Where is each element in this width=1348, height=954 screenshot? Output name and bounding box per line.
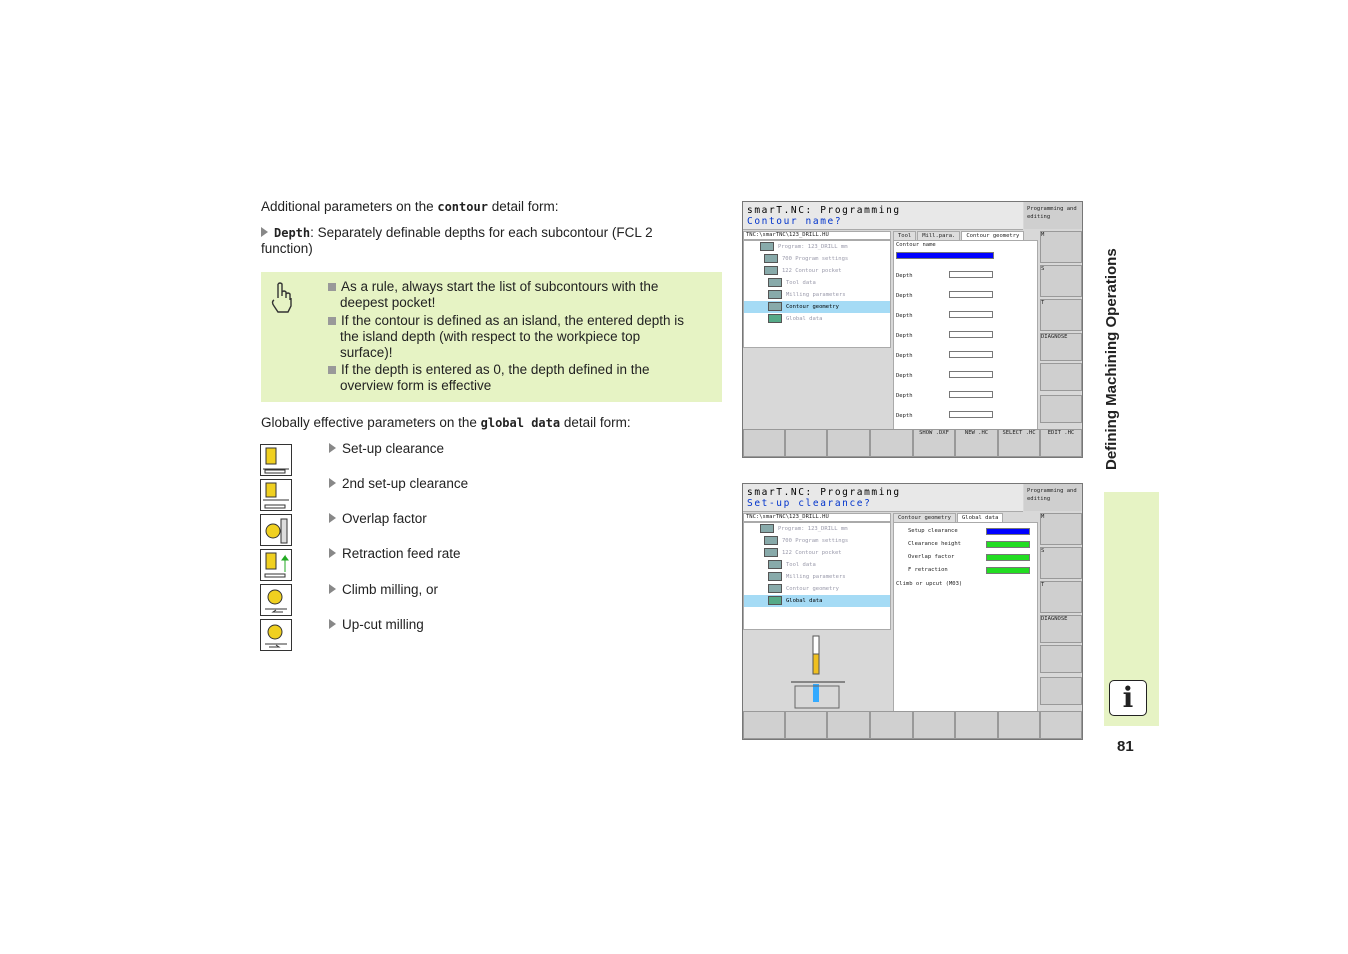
bottom-softkey-4[interactable]	[870, 711, 913, 739]
param-up-cut-milling: Up-cut milling	[329, 617, 424, 632]
file-path: TNC:\smarTNC\123_DRILL.HU	[743, 231, 891, 240]
climb-milling-icon	[260, 584, 292, 616]
page-number: 81	[1117, 738, 1134, 755]
param-climb-milling: Climb milling, or	[329, 582, 438, 597]
softkey-diagnose[interactable]: DIAGNOSE	[1040, 615, 1082, 643]
note-box: As a rule, always start the list of subc…	[261, 272, 722, 402]
bottom-softkey-4[interactable]	[870, 429, 913, 457]
tab-global-data[interactable]: Global data	[956, 513, 1004, 522]
softkey-edit-hc[interactable]: EDIT .HC	[1040, 429, 1082, 457]
softkey-diagnose[interactable]: DIAGNOSE	[1040, 333, 1082, 361]
param-setup-clearance: Set-up clearance	[329, 441, 444, 456]
softkey-t[interactable]: T	[1040, 299, 1082, 331]
bottom-softkey-6[interactable]	[955, 711, 998, 739]
softkey-new-hc[interactable]: NEW .HC	[955, 429, 998, 457]
hand-pointing-icon	[271, 282, 292, 313]
info-icon: i	[1109, 680, 1147, 716]
param-overlap-factor: Overlap factor	[329, 511, 427, 526]
bottom-softkey-8[interactable]	[1040, 711, 1082, 739]
softkey-show-dxf[interactable]: SHOW .DXF	[913, 429, 955, 457]
param-retraction-feed: Retraction feed rate	[329, 546, 461, 561]
bottom-softkey-3[interactable]	[827, 711, 870, 739]
form-panel: Contour name Depth Depth Depth Depth Dep…	[893, 240, 1038, 430]
header-bar: smarT.NC: Programming Contour name?	[743, 202, 1023, 230]
softkey-blank-1[interactable]	[1040, 645, 1082, 673]
softkey-m[interactable]: M	[1040, 231, 1082, 263]
softkey-blank-2[interactable]	[1040, 677, 1082, 705]
mode-label: Programming and editing	[1024, 202, 1082, 229]
softkey-blank-1[interactable]	[1040, 363, 1082, 391]
softkey-t[interactable]: T	[1040, 581, 1082, 613]
bottom-softkey-3[interactable]	[827, 429, 870, 457]
bottom-softkey-1[interactable]	[743, 711, 785, 739]
overlap-factor-icon	[260, 514, 292, 546]
softkey-s[interactable]: S	[1040, 547, 1082, 579]
retraction-feed-icon	[260, 549, 292, 581]
softkey-blank-2[interactable]	[1040, 395, 1082, 423]
screenshot-global-data: smarT.NC: Programming Set-up clearance? …	[742, 483, 1083, 740]
bottom-softkey-2[interactable]	[785, 711, 827, 739]
tool-preview-graphic	[791, 635, 845, 709]
bottom-softkey-7[interactable]	[998, 711, 1040, 739]
note-bullet-2: If the contour is defined as an island, …	[328, 313, 713, 361]
section-tab: i	[1104, 492, 1159, 726]
note-bullet-1: As a rule, always start the list of subc…	[328, 279, 713, 311]
depth-item: Depth: Separately definable depths for e…	[261, 225, 653, 256]
softkey-m[interactable]: M	[1040, 513, 1082, 545]
mode-label: Programming and editing	[1024, 484, 1082, 511]
softkey-s[interactable]: S	[1040, 265, 1082, 297]
tree-item-selected[interactable]: Contour geometry	[744, 301, 890, 313]
intro-text: Additional parameters on the contour det…	[261, 199, 559, 214]
header-bar: smarT.NC: Programming Set-up clearance?	[743, 484, 1023, 512]
section-title: Defining Machining Operations	[1103, 248, 1120, 470]
second-setup-clearance-icon	[260, 479, 292, 511]
program-tree: Program: 123_DRILL mm 700 Program settin…	[743, 240, 891, 348]
tree-item-selected[interactable]: Global data	[744, 595, 890, 607]
form-panel: Setup clearance Clearance height Overlap…	[893, 522, 1038, 712]
softkey-select-hc[interactable]: SELECT .HC	[998, 429, 1040, 457]
param-2nd-setup-clearance: 2nd set-up clearance	[329, 476, 468, 491]
screenshot-contour-geometry: smarT.NC: Programming Contour name? Prog…	[742, 201, 1083, 458]
up-cut-milling-icon	[260, 619, 292, 651]
setup-clearance-icon	[260, 444, 292, 476]
note-bullet-3: If the depth is entered as 0, the depth …	[328, 362, 713, 394]
global-text: Globally effective parameters on the glo…	[261, 415, 631, 430]
tab-contour-geometry[interactable]: Contour geometry	[961, 231, 1025, 240]
bullet-arrow-icon	[261, 227, 268, 237]
file-path: TNC:\smarTNC\123_DRILL.HU	[743, 513, 891, 522]
bottom-softkey-1[interactable]	[743, 429, 785, 457]
bottom-softkey-2[interactable]	[785, 429, 827, 457]
bottom-softkey-5[interactable]	[913, 711, 955, 739]
program-tree: Program: 123_DRILL mm 700 Program settin…	[743, 522, 891, 630]
